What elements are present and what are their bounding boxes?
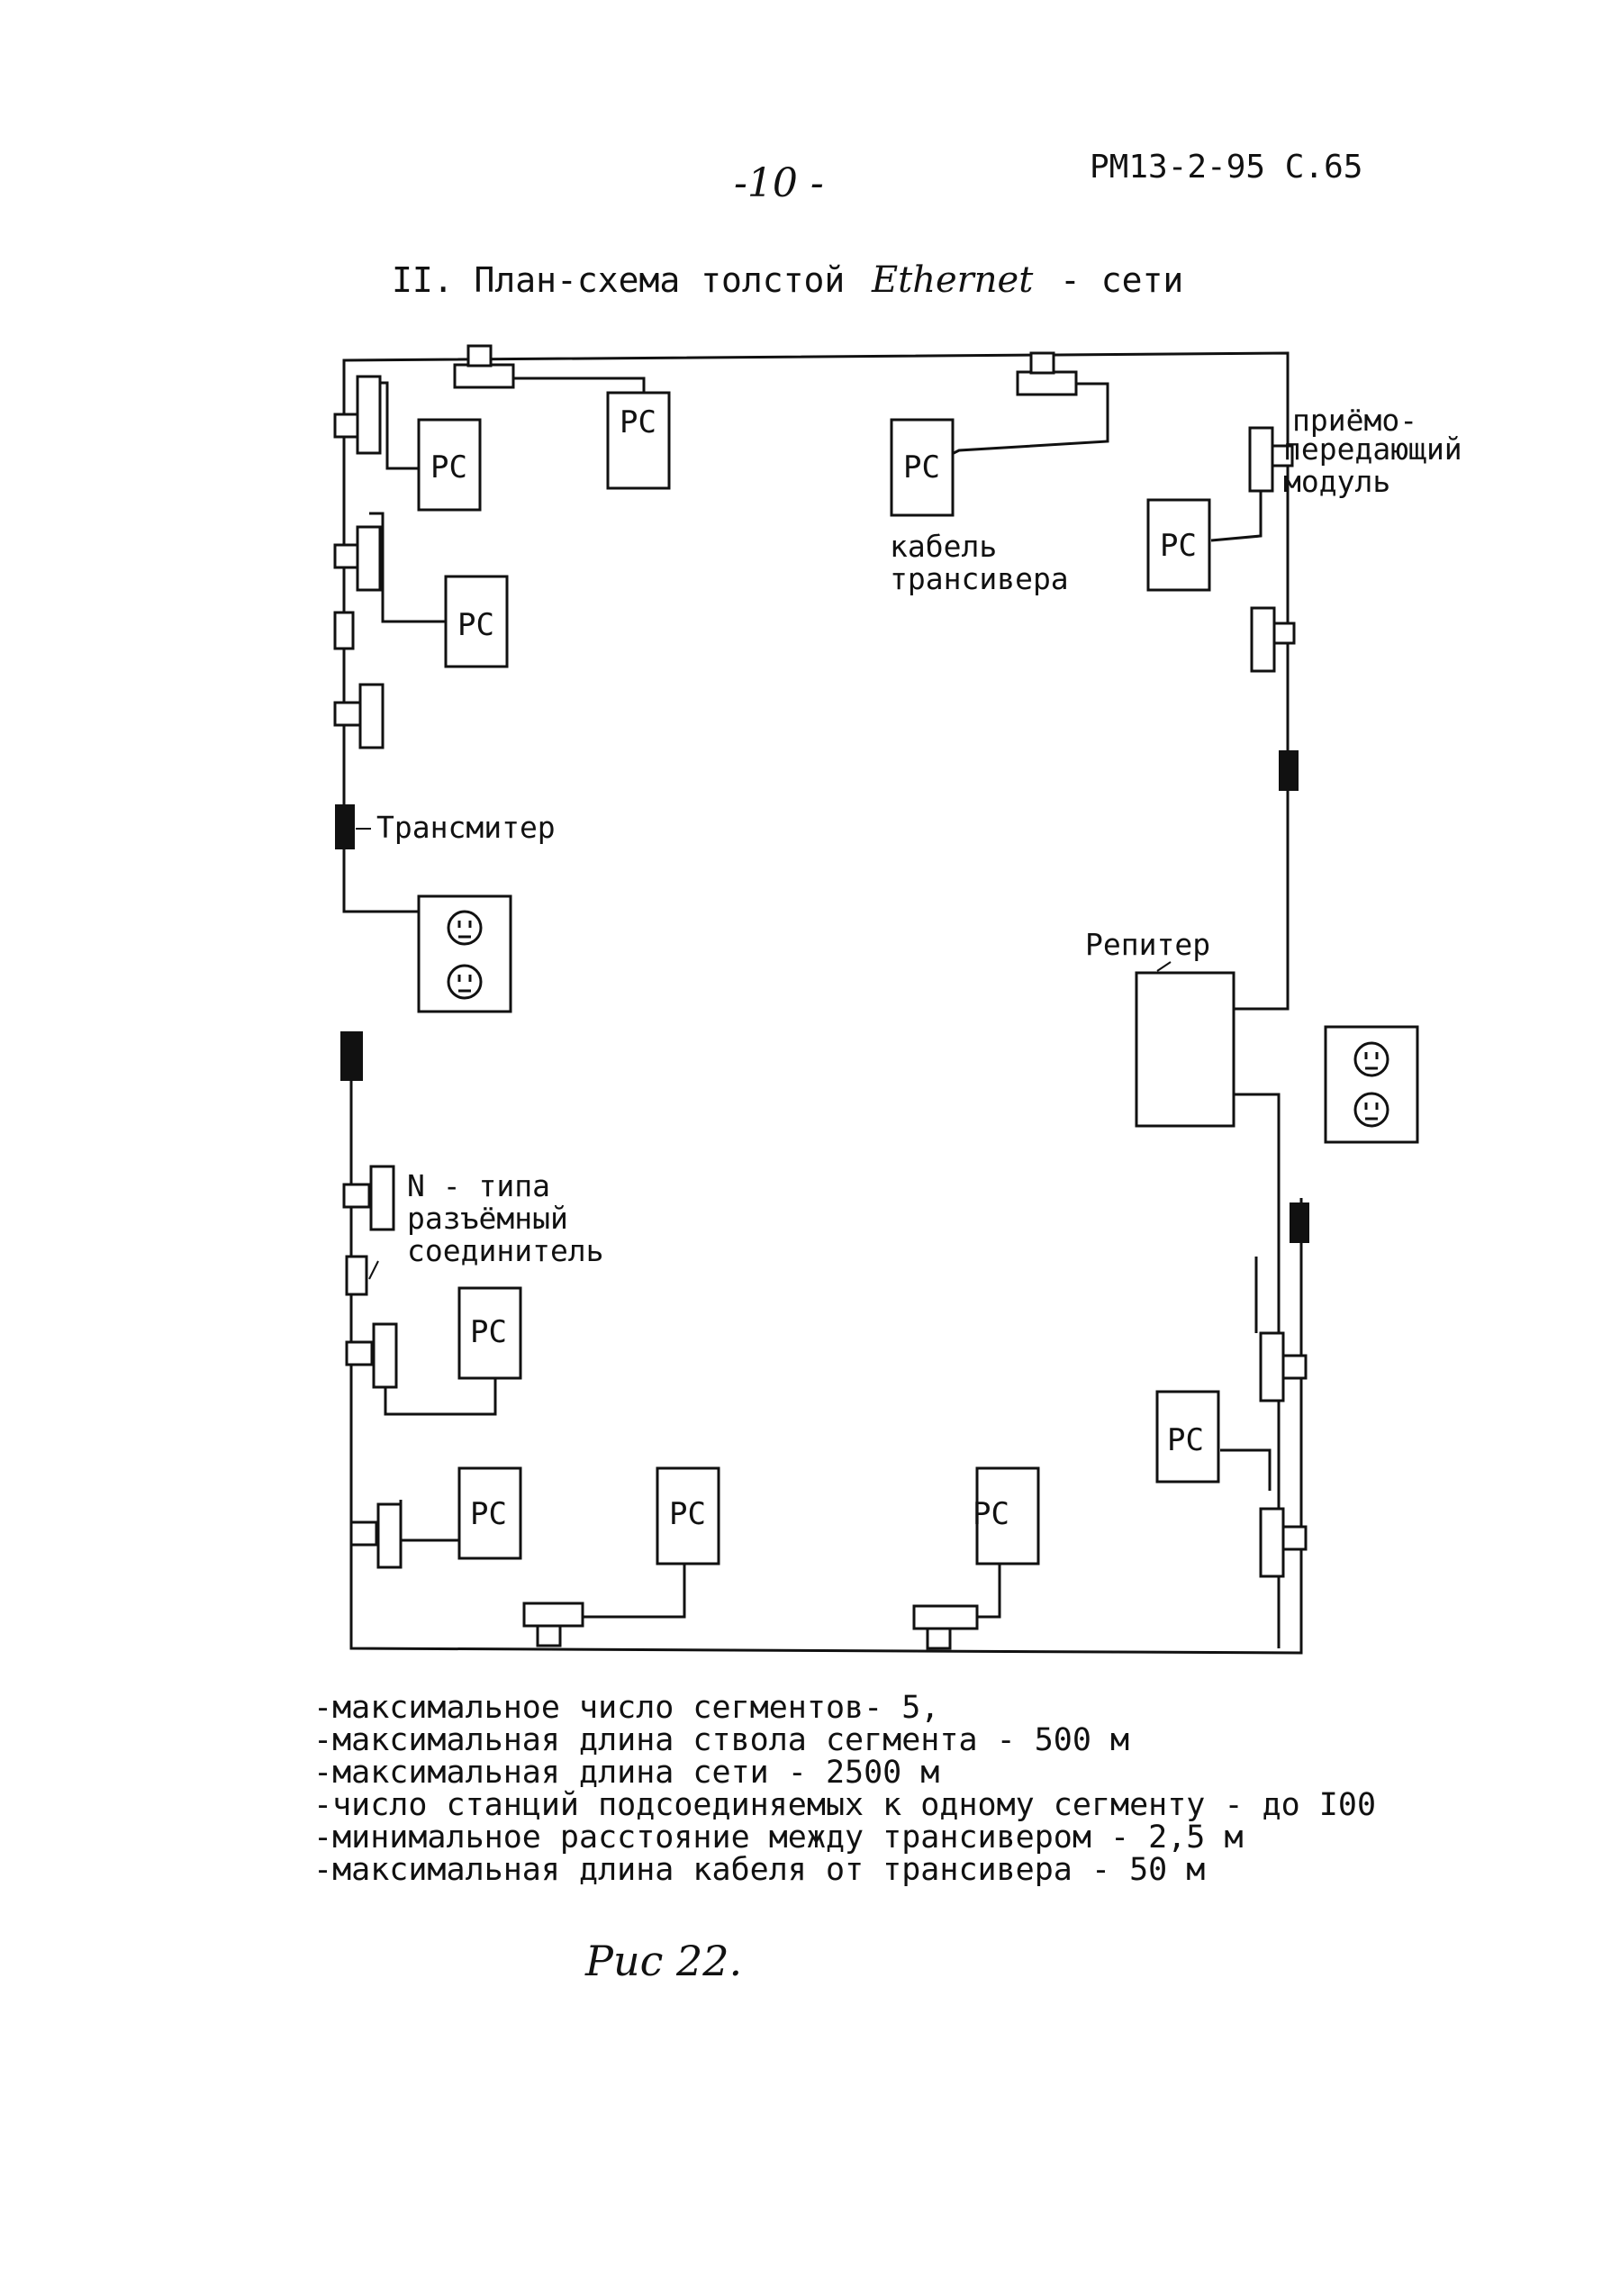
label-transceiver-cable-2: трансивера <box>890 561 1069 596</box>
transceiver-bottom-2 <box>912 1604 979 1630</box>
transceiver-top-2-tap <box>1029 351 1055 375</box>
pc-label: PC <box>430 449 467 486</box>
transceiver-bottom-1-tap <box>536 1624 562 1647</box>
transceiver-top-2 <box>1016 370 1078 396</box>
pc-label: PC <box>1167 1422 1204 1458</box>
socket-icon <box>447 910 483 946</box>
pc-label: PC <box>470 1496 507 1532</box>
transceiver-lower-4 <box>376 1502 403 1569</box>
power-box-right <box>1324 1025 1419 1144</box>
transmitter-cable <box>342 847 419 913</box>
pc-box-lower-3 <box>656 1466 720 1565</box>
label-n-connector-1: N - типа <box>407 1168 550 1203</box>
terminator-block-right-upper <box>1279 750 1299 791</box>
tcable-bottom-2 <box>581 1549 686 1619</box>
transceiver-bottom-2-tap <box>926 1627 952 1650</box>
tcable-top-1 <box>500 377 646 396</box>
label-transceiver-cable-1: кабель <box>890 529 997 564</box>
label-n-connector-2: разъёмный <box>407 1201 568 1236</box>
connector-left-3 <box>333 611 355 650</box>
power-box-left <box>417 894 512 1013</box>
transceiver-right-2 <box>1250 606 1276 673</box>
terminator-block-right-lower <box>1290 1202 1309 1243</box>
tcable-right-2 <box>1220 1448 1272 1491</box>
pc-label: PC <box>620 404 656 440</box>
label-transceiver-module-3: модуль <box>1283 464 1390 499</box>
transceiver-bottom-1 <box>522 1602 584 1628</box>
pc-label: PC <box>973 1496 1009 1532</box>
pc-label: PC <box>1160 528 1197 564</box>
socket-icon <box>447 964 483 1000</box>
diagram-title: II. План-схема толстой Ethernet - сети <box>392 259 1183 301</box>
spec-line: -максимальная длина сети - 2500 м <box>313 1755 940 1791</box>
transceiver-right-3-tap <box>1281 1354 1308 1380</box>
transceiver-top-1 <box>453 363 515 389</box>
spec-line: -максимальное число сегментов- 5, <box>313 1690 940 1726</box>
pc-box-lower-2 <box>457 1466 522 1560</box>
pointer-n-connector <box>368 1260 379 1280</box>
socket-icon <box>1353 1041 1389 1077</box>
pc-box-left-2 <box>444 575 509 668</box>
transceiver-right-3 <box>1259 1331 1285 1402</box>
pc-label: PC <box>669 1496 706 1532</box>
transceiver-lower-4-tap <box>349 1520 378 1547</box>
tcable-bottom-3 <box>973 1567 1001 1619</box>
repeater-lower-link <box>1234 1093 1281 1648</box>
pc-label: PC <box>903 449 940 486</box>
transceiver-right-4 <box>1259 1507 1285 1578</box>
pc-label: PC <box>470 1314 507 1350</box>
pointer-repeater <box>1156 961 1172 972</box>
title-suffix: - сети <box>1059 260 1184 300</box>
transceiver-lower-3 <box>372 1322 398 1389</box>
transceiver-left-4 <box>358 683 385 749</box>
terminator-block-lower-left <box>340 1031 363 1081</box>
transceiver-left-2 <box>356 525 382 592</box>
transceiver-right-2-tap <box>1272 622 1296 645</box>
transceiver-left-4-tap <box>333 701 362 727</box>
transceiver-lower-1 <box>369 1165 395 1231</box>
label-transmitter: Трансмитер <box>376 810 556 845</box>
transceiver-lower-3-tap <box>345 1340 374 1366</box>
repeater-box <box>1135 971 1235 1128</box>
socket-icon <box>1353 1092 1389 1128</box>
label-repeater: Репитер <box>1085 927 1210 962</box>
pc-label: PC <box>457 607 494 643</box>
spec-line: -минимальное расстояние между трансиверо… <box>313 1820 1244 1856</box>
label-transceiver-module-1: приёмо- <box>1292 403 1417 438</box>
pc-box-right-2 <box>1155 1390 1220 1484</box>
transceiver-right-4-tap <box>1281 1525 1308 1551</box>
pc-box-right-1 <box>1146 498 1211 592</box>
tcable-bottom-1 <box>399 1500 464 1542</box>
network-specs-list: -максимальное число сегментов- 5, -макси… <box>313 1692 1376 1886</box>
transceiver-top-1-tap <box>466 344 493 368</box>
transmitter-block-left <box>335 804 355 849</box>
tcable-left-2 <box>369 512 446 623</box>
transceiver-right-1 <box>1248 426 1274 493</box>
pc-box-top-left <box>417 418 482 512</box>
label-transceiver-module-2: передающий <box>1283 431 1462 467</box>
page-number: -10 - <box>734 160 824 206</box>
power-socket-icons <box>447 910 1389 1128</box>
transceiver-left-1-tap <box>333 413 359 439</box>
label-n-connector-3: соединитель <box>407 1233 604 1268</box>
transceiver-right-1-tap <box>1271 444 1294 467</box>
pc-box-top-mid <box>606 391 671 490</box>
connector-lower-2 <box>345 1255 368 1296</box>
spec-line: -максимальная длина кабеля от трансивера… <box>313 1852 1206 1888</box>
title-prefix: II. План-схема толстой <box>392 260 846 300</box>
pc-box-lower-1 <box>457 1286 522 1380</box>
transceiver-left-2-tap <box>333 543 359 569</box>
spec-line: -число станций подсоединяемых к одному с… <box>313 1787 1377 1823</box>
figure-caption: Рис 22. <box>585 1937 743 1985</box>
title-ethernet: Ethernet <box>871 259 1034 301</box>
pc-box-lower-4 <box>975 1466 1040 1565</box>
transceiver-left-1 <box>356 375 382 455</box>
transceiver-lower-1-tap <box>342 1183 371 1209</box>
pc-box-top-right <box>890 418 955 517</box>
document-reference: РМ13-2-95 С.65 <box>1090 149 1363 186</box>
spec-line: -максимальная длина ствола сегмента - 50… <box>313 1722 1130 1758</box>
